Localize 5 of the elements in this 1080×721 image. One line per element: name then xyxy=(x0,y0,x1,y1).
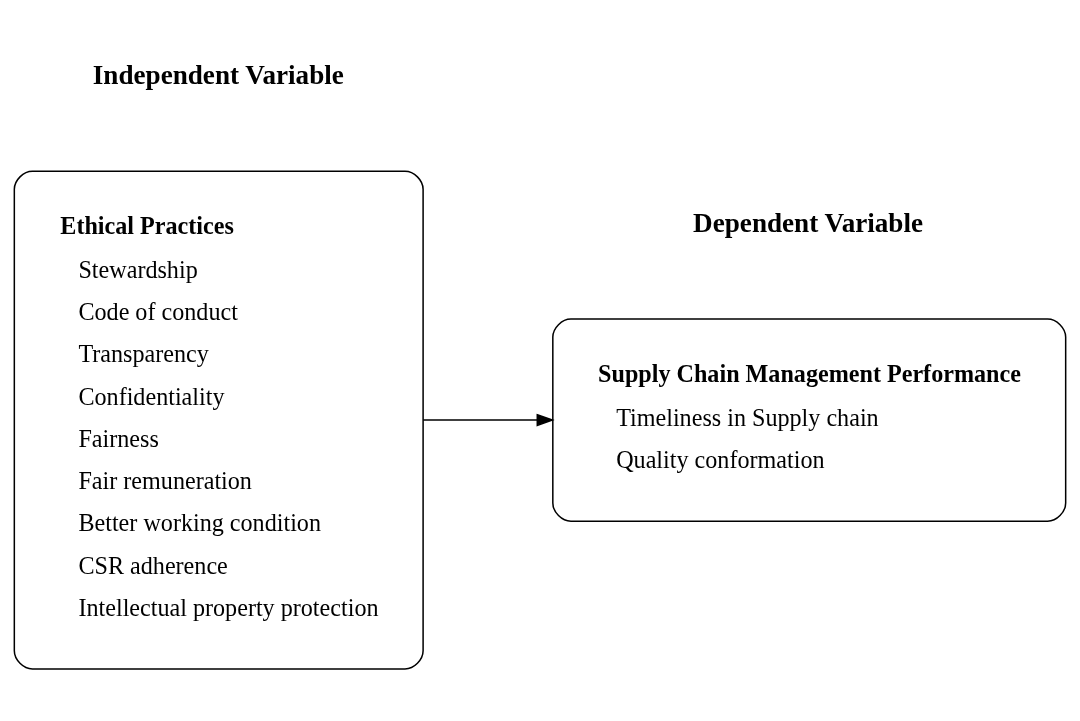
node-box: Supply Chain Management Performance Timeliness in Supply chain Quality conformation xyxy=(552,318,1067,522)
label: Independent Variable xyxy=(92,60,344,91)
arrow xyxy=(422,413,555,427)
label: Dependent Variable xyxy=(693,208,924,239)
node-box: Ethical Practices Stewardship Code of conduct Transparency Confidentiality Fairness Fair remuneration Better working condition CSR adherence Intellectual property protection xyxy=(13,170,424,670)
